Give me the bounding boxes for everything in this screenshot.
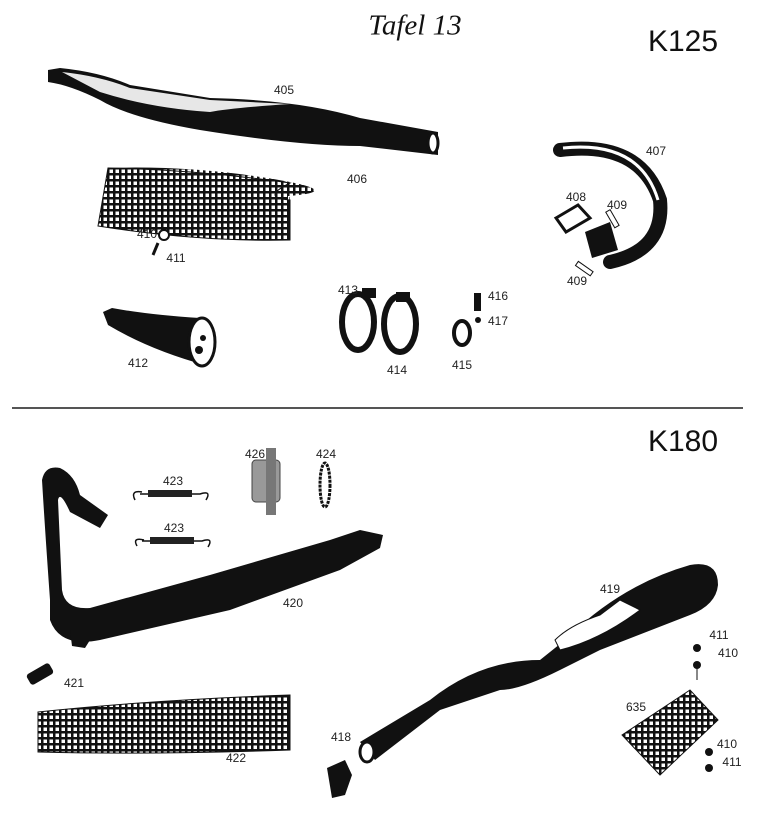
part-label: 422 — [225, 751, 247, 765]
mesh-guard-635 — [621, 689, 719, 776]
part-label: 418 — [330, 730, 352, 744]
model-label-k180: K180 — [647, 425, 719, 458]
part-label: 407 — [645, 144, 667, 158]
mesh-guard-406 — [97, 167, 315, 241]
small-parts-410-411-k180 — [693, 644, 713, 772]
muffler-419 — [358, 564, 718, 764]
part-label: 409 — [606, 198, 628, 212]
clamp-418 — [327, 760, 352, 798]
nut-screw-415-417 — [452, 293, 481, 347]
part-label: 415 — [451, 358, 473, 372]
part-label: 426 — [244, 447, 266, 461]
muffler-405 — [48, 68, 440, 155]
part-label: 635 — [625, 700, 647, 714]
part-label: 409 — [566, 274, 588, 288]
part-label: 419 — [599, 582, 621, 596]
part-label: 411 — [722, 755, 742, 769]
part-label: 411 — [166, 251, 186, 265]
part-label: 414 — [386, 363, 408, 377]
part-label: 423 — [163, 521, 185, 535]
part-label: 417 — [487, 314, 509, 328]
exhaust-pipe-420 — [42, 467, 383, 648]
part-label: 411 — [709, 628, 729, 642]
springs-423 — [132, 490, 211, 548]
exhaust-bend-407 — [553, 141, 668, 277]
part-label: 410 — [136, 227, 158, 241]
part-label: 408 — [565, 190, 587, 204]
gasket-424 — [318, 461, 332, 509]
part-label: 424 — [315, 447, 337, 461]
part-label: 405 — [273, 83, 295, 97]
section-divider — [12, 407, 743, 409]
part-label: 420 — [282, 596, 304, 610]
flange-426 — [251, 448, 281, 515]
rubber-mount-421 — [26, 663, 54, 685]
part-label: 423 — [162, 474, 184, 488]
part-label: 410 — [716, 737, 738, 751]
part-label: 413 — [337, 283, 359, 297]
page-title: Tafel 13 — [368, 9, 462, 42]
part-label: 406 — [346, 172, 368, 186]
clamps-413-414 — [339, 288, 419, 355]
small-parts-410-411 — [151, 229, 170, 256]
model-label-k125: K125 — [647, 25, 719, 58]
end-cap-412 — [103, 308, 217, 368]
part-label: 416 — [487, 289, 509, 303]
part-label: 410 — [717, 646, 739, 660]
part-label: 421 — [63, 676, 85, 690]
mesh-guard-422 — [37, 694, 291, 754]
part-label: 412 — [127, 356, 149, 370]
